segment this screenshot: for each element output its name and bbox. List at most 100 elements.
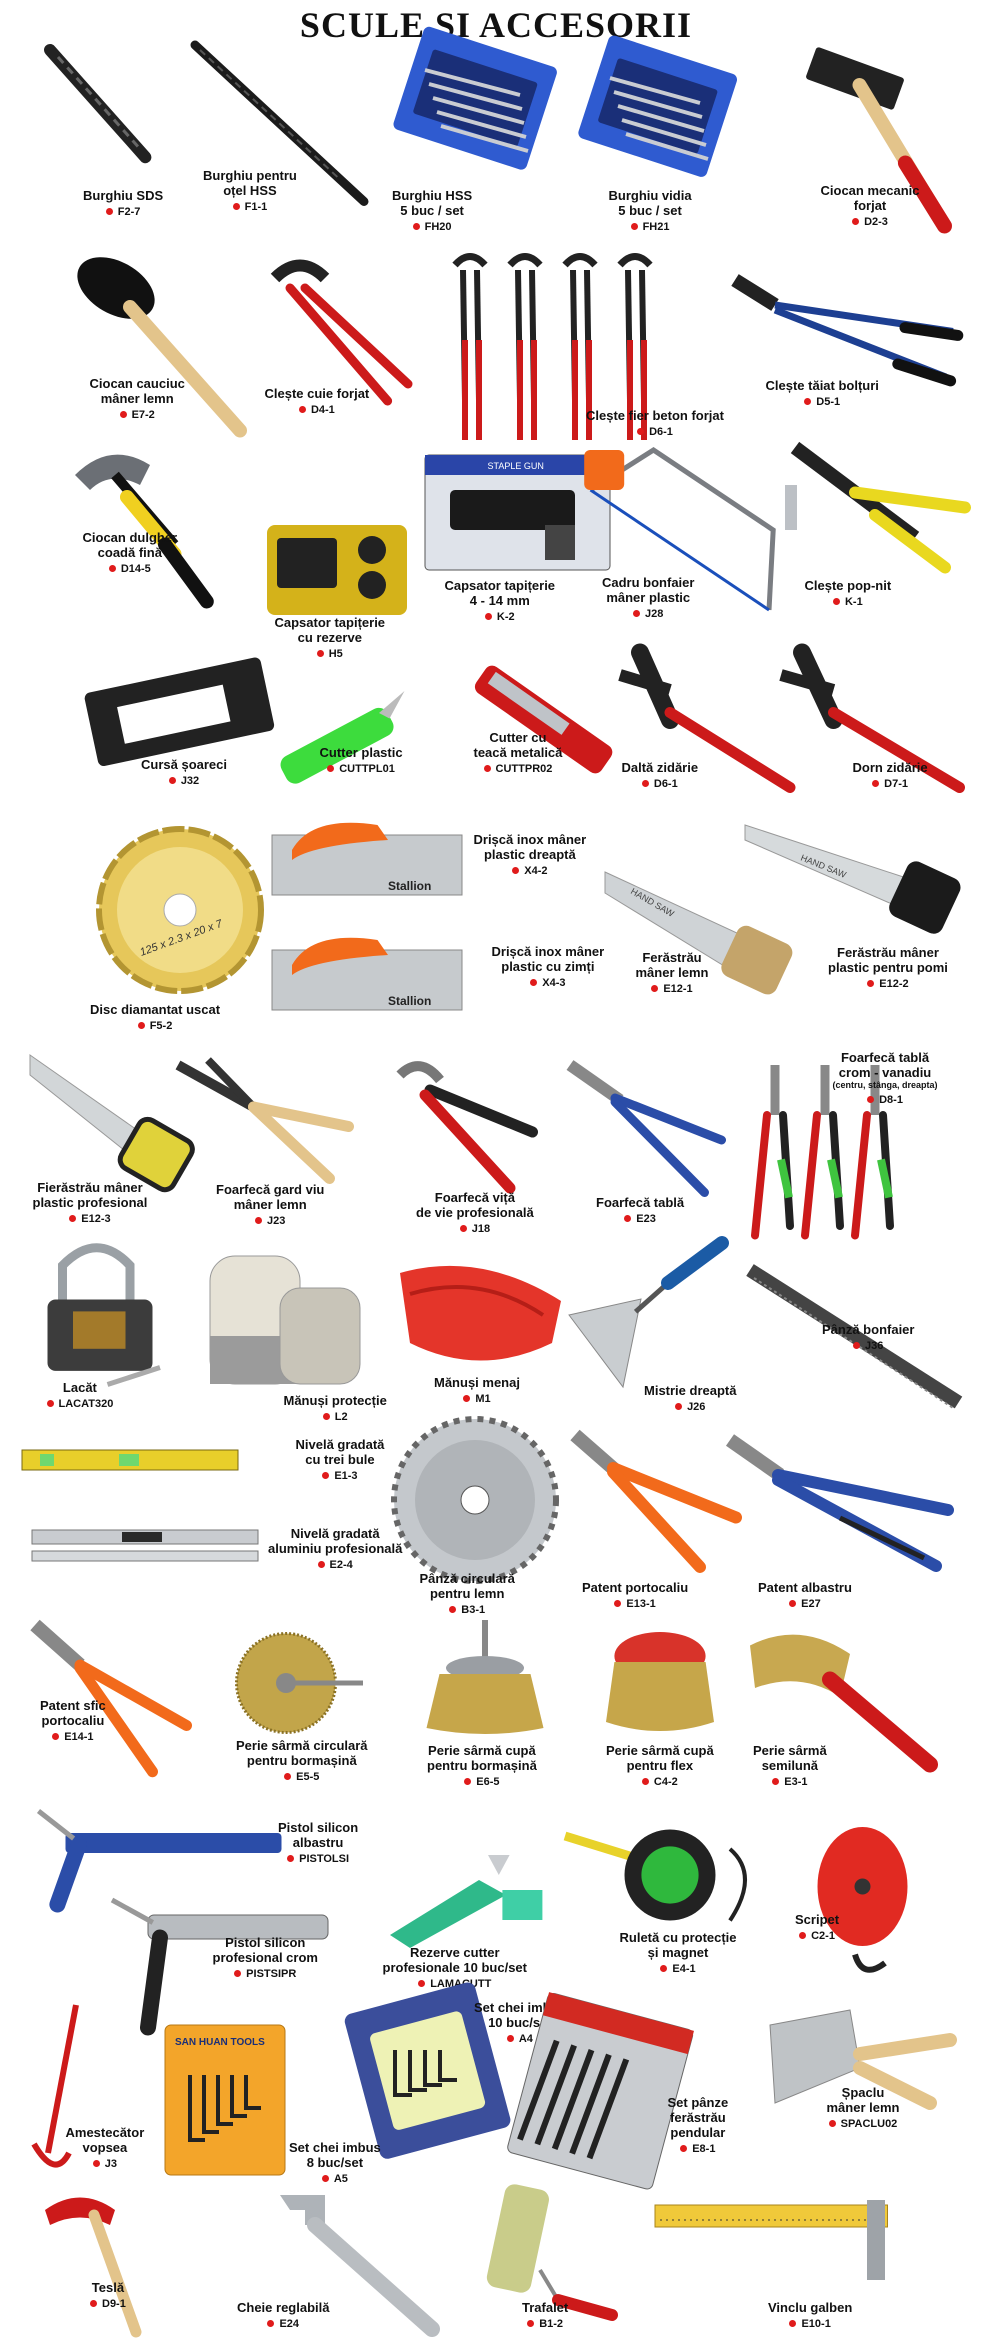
product-name-line: pendular	[670, 2125, 726, 2140]
pincers-shape	[270, 259, 330, 283]
product-code: FH21	[631, 220, 670, 234]
product-name-line: Burghiu HSS	[392, 188, 473, 203]
snips-shape	[566, 1060, 624, 1105]
burghiu-otel-hss-image	[190, 40, 369, 206]
product-name-line: Set chei imbus	[474, 2000, 566, 2015]
product-name-line: Amestecător	[65, 2125, 145, 2140]
staplerkit-shape	[277, 538, 337, 588]
burghiu-vidia-set-image	[578, 35, 738, 177]
product-code: D2-3	[852, 215, 888, 229]
product-name-line: 5 buc / set	[400, 203, 464, 218]
hexpack2-shape	[244, 2075, 261, 2110]
cleste-fier-beton-image	[452, 253, 653, 440]
drisca-dreapta-image: Stallion	[271, 822, 463, 896]
set-panze-pendular-image	[507, 1992, 694, 2190]
product-name-line: Pânză bonfaier	[822, 1322, 915, 1337]
product-name-line: plastic dreaptă	[483, 847, 576, 862]
ciocan-cauciuc-image	[77, 257, 247, 438]
product-disc-diamantat: 125 x 2.3 x 20 x 7	[80, 825, 280, 995]
ciocan-dulgher-image	[75, 454, 214, 609]
cleste-taiat-boltuli-image	[731, 274, 964, 387]
saw3-shape	[117, 1116, 195, 1193]
blade-shape	[753, 1277, 955, 1410]
product-name: Cursă șoareci	[141, 757, 227, 772]
drillbit-shape	[56, 56, 140, 149]
product-name-line: mâner lemn	[100, 391, 174, 406]
product-code: L2	[323, 1410, 348, 1424]
product-code: FH20	[413, 220, 452, 234]
product-code: CUTTPL01	[327, 762, 395, 776]
product-code: E12-2	[867, 977, 908, 991]
product-name-line: plastic cu zimți	[501, 959, 595, 974]
product-code: E10-1	[789, 2317, 830, 2331]
pliersO-shape	[607, 1462, 742, 1524]
perie-cupa-bormasina-image	[426, 1620, 544, 1734]
mixer-shape	[31, 2142, 72, 2168]
manusi-protectie-image	[209, 1255, 361, 1385]
product-code: LAMACUTT	[418, 1977, 491, 1991]
product-patent-sfic	[25, 1610, 195, 1778]
product-name-line: Perie sârmă cupă	[428, 1743, 536, 1758]
set-chei-imbus-8-image: SAN HUAN TOOLS	[164, 2024, 286, 2176]
cutterO-shape	[30, 1619, 85, 1671]
hexpack2-shape	[230, 2075, 247, 2118]
cleste-cuie-image	[270, 259, 413, 406]
product-trafalet	[450, 2180, 630, 2330]
jigpack-shape	[517, 2039, 560, 2141]
product-code: X4-3	[530, 976, 565, 990]
product-name-line: mâner lemn	[826, 2100, 900, 2115]
product-code: F5-2	[138, 1019, 173, 1033]
product-name: Cheie reglabilă	[237, 2300, 329, 2315]
perie-circulara-image	[235, 1632, 363, 1734]
product-name: Dorn zidărie	[853, 760, 928, 775]
jigpack-shape	[542, 1992, 694, 2055]
level-shape	[40, 1454, 54, 1466]
lacat-image	[47, 1243, 161, 1387]
boltcutter-shape	[899, 322, 964, 341]
product-panza-bonfaier	[740, 1260, 970, 1410]
product-patent-portocaliu	[565, 1420, 745, 1573]
product-code: CUTTPR02	[484, 762, 553, 776]
patent-portocaliu-image	[570, 1429, 742, 1573]
product-code: J36	[853, 1339, 883, 1353]
product-name: Disc diamantat uscat	[90, 1002, 220, 1017]
riveter-shape	[849, 486, 971, 514]
product-code: D7-1	[872, 777, 908, 791]
product-code: C2-1	[799, 1929, 835, 1943]
hexpack-brand-text: SAN HUAN TOOLS	[175, 2037, 265, 2048]
chisel-shape	[828, 707, 965, 793]
cutterO-shape	[74, 1659, 192, 1731]
fierastrau-profesional-image	[29, 1054, 195, 1193]
hedge-shape	[248, 1101, 354, 1132]
product-code: J18	[460, 1222, 490, 1236]
product-foarfeca-vita	[390, 1055, 540, 1195]
product-code: K-1	[833, 595, 863, 609]
hedge-shape	[205, 1057, 257, 1110]
product-code: M1	[463, 1392, 490, 1406]
product-name: Vinclu galben	[768, 2300, 852, 2315]
product-burghiu-vidia-set	[575, 35, 740, 198]
product-name: Trafalet	[522, 2300, 568, 2315]
product-manusi-menaj	[390, 1245, 570, 1385]
product-code: E5-5	[284, 1770, 319, 1784]
blades-shape	[488, 1855, 510, 1875]
